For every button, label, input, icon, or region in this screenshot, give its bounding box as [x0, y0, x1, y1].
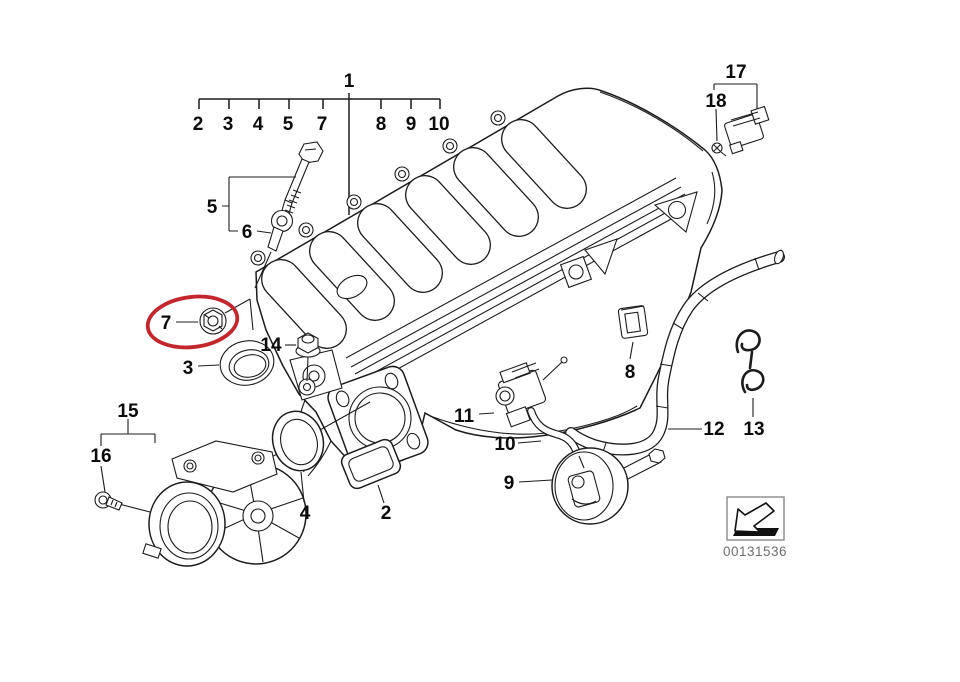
callout-11[interactable]: 11	[454, 406, 475, 427]
callout-3-toprow[interactable]: 3	[223, 114, 234, 135]
solenoid-valve-part11	[478, 356, 568, 428]
callout-15[interactable]: 15	[117, 401, 139, 422]
drawing-code: 00131536	[723, 544, 787, 559]
callout-1-assembly[interactable]: 1	[344, 71, 355, 92]
hose-long-part12	[565, 249, 785, 456]
callout-6[interactable]: 6	[242, 222, 253, 243]
direction-arrow-icon	[734, 502, 775, 533]
callout-7-highlighted[interactable]: 7	[161, 313, 172, 334]
seal-ring-part3	[197, 340, 275, 386]
clip-part8	[617, 305, 649, 360]
spring-clips-part13	[735, 329, 765, 417]
callout-4[interactable]: 4	[300, 503, 311, 524]
intake-manifold-drawing	[250, 87, 723, 477]
runner-tubes	[261, 119, 587, 349]
callout-8-toprow[interactable]: 8	[376, 114, 387, 135]
callout-9-toprow[interactable]: 9	[406, 114, 417, 135]
callout-10[interactable]: 10	[494, 434, 515, 455]
callout-9[interactable]: 9	[504, 473, 515, 494]
callout-14[interactable]: 14	[260, 335, 282, 356]
manifold-mount-ears	[559, 191, 698, 289]
manifold-bolt-bosses	[250, 110, 506, 266]
hose-short-part10	[517, 407, 582, 460]
sensor-screw-part18	[711, 108, 727, 157]
callout-10-toprow[interactable]: 10	[428, 114, 449, 135]
vacuum-actuator-part9	[518, 447, 666, 525]
plenum-rib-lines	[345, 177, 694, 389]
nut-part7	[176, 298, 254, 335]
callout-5-toprow[interactable]: 5	[283, 114, 294, 135]
callout-2-toprow[interactable]: 2	[193, 114, 204, 135]
assembly-bracket	[198, 93, 441, 215]
red-highlight-ellipse	[145, 294, 240, 350]
bolt-short-part6	[254, 209, 294, 289]
callout-7-toprow[interactable]: 7	[317, 114, 328, 135]
gasket-part2	[340, 438, 402, 504]
oring-part4	[271, 410, 325, 503]
flange-nut-part14	[285, 332, 321, 382]
callout-3[interactable]: 3	[183, 358, 194, 379]
callout-2[interactable]: 2	[381, 503, 392, 524]
callout-13[interactable]: 13	[743, 419, 764, 440]
callout-17[interactable]: 17	[725, 62, 746, 83]
callout-12[interactable]: 12	[703, 419, 724, 440]
bolt-long-part5	[280, 141, 324, 218]
callout-18[interactable]: 18	[705, 91, 726, 112]
sensor-part17	[713, 83, 770, 155]
bracket-5-6	[222, 176, 296, 234]
callout-8[interactable]: 8	[625, 362, 636, 383]
callout-4-toprow[interactable]: 4	[253, 114, 264, 135]
callout-5[interactable]: 5	[207, 197, 218, 218]
throttle-body-part15	[100, 401, 371, 567]
callout-16[interactable]: 16	[90, 446, 111, 467]
screw-part16	[94, 491, 123, 511]
direction-arrow-box	[726, 496, 785, 541]
